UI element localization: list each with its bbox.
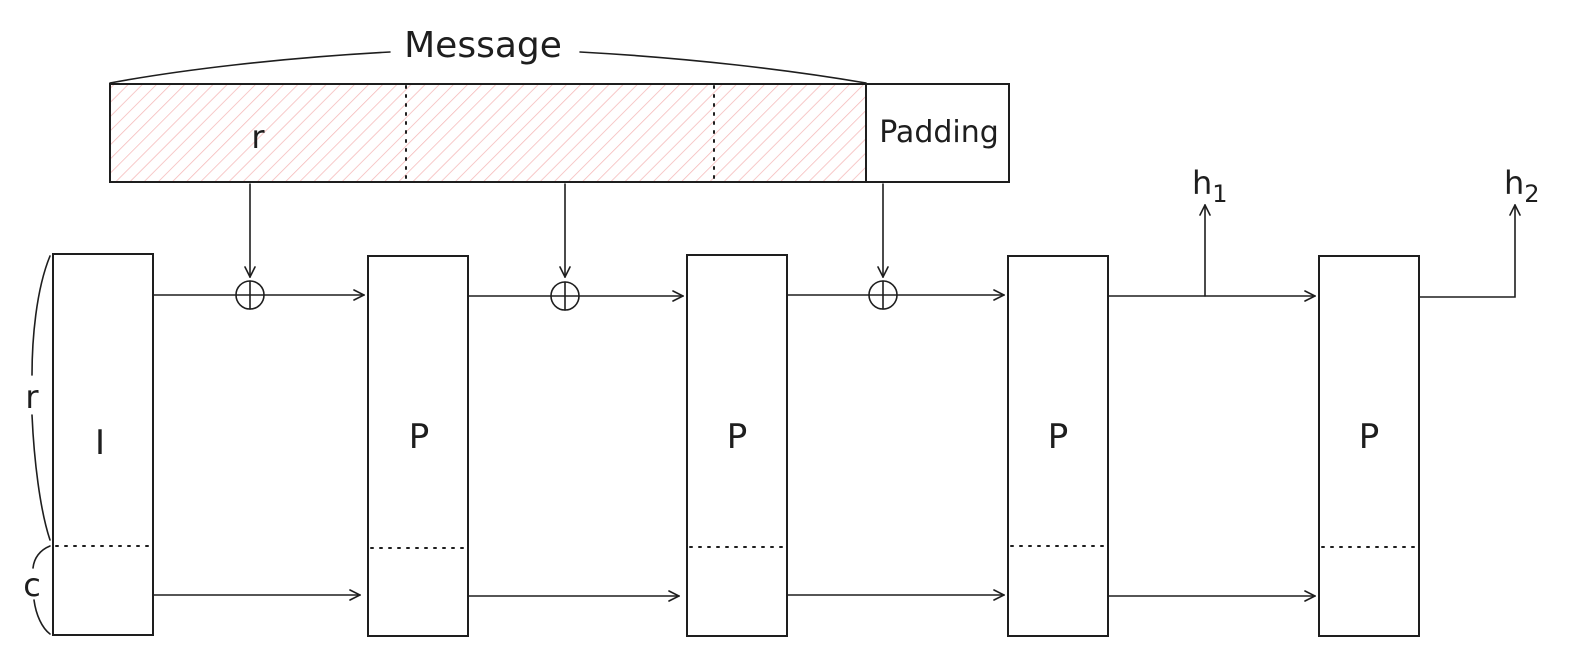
- block-label: P: [1048, 417, 1069, 457]
- output-subscript: 1: [1212, 180, 1227, 208]
- state-brace: [31, 255, 51, 635]
- block-4: P: [1318, 255, 1420, 637]
- block-3: P: [1007, 255, 1109, 637]
- message-rate-region: [110, 84, 866, 182]
- block-label: P: [409, 417, 430, 457]
- block-0: I: [52, 253, 154, 636]
- input-arrows: [250, 183, 883, 277]
- circled-plus-icon: [550, 281, 580, 311]
- output-base: h: [1192, 164, 1212, 202]
- circled-plus-icon: [235, 280, 265, 310]
- message-label: Message: [404, 25, 562, 66]
- output-h1-label: h1: [1192, 164, 1228, 208]
- circled-plus-icon: [868, 280, 898, 310]
- block-label: P: [727, 417, 748, 457]
- block-label: I: [95, 423, 105, 463]
- output-base: h: [1504, 164, 1524, 202]
- capacity-path: [152, 595, 1315, 596]
- padding-label: Padding: [879, 115, 999, 150]
- output-subscript: 2: [1524, 180, 1539, 208]
- block-1: P: [367, 255, 469, 637]
- message-bar: [109, 83, 1010, 183]
- state-rate-label: r: [25, 378, 39, 416]
- message-brace: [109, 51, 867, 84]
- output-h2-label: h2: [1504, 164, 1540, 208]
- message-rate-label: r: [251, 118, 265, 156]
- padding-region: [865, 83, 1010, 183]
- block-2: P: [686, 254, 788, 637]
- state-capacity-label: c: [23, 566, 41, 604]
- rate-path: [152, 295, 1315, 296]
- block-label: P: [1359, 417, 1380, 457]
- output-h2-arrow: [1418, 205, 1515, 298]
